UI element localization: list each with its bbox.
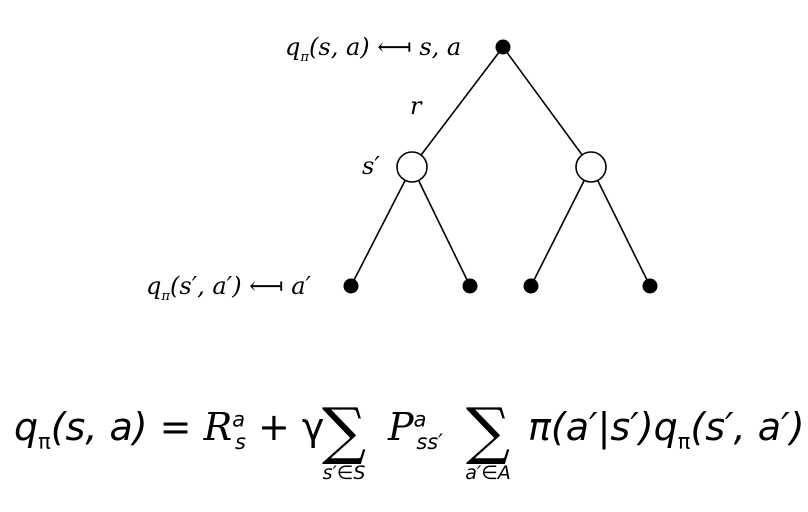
sum1-index: s′∈S xyxy=(322,462,366,484)
edge-left-leaf2 xyxy=(411,166,471,287)
edge-right-leaf4 xyxy=(590,166,651,287)
policy-term: π(a′|s′) xyxy=(528,405,654,449)
edge-root-left xyxy=(411,46,504,168)
action-node-root xyxy=(495,39,511,55)
edge-right-leaf3 xyxy=(530,166,592,287)
edge-root-right xyxy=(502,46,592,168)
leaf-args: (s′, a′) ⟻ a′ xyxy=(170,272,311,300)
action-node-leaf4 xyxy=(642,278,658,294)
rhs-q: q xyxy=(653,405,678,449)
trans-symbol: P xyxy=(388,405,414,449)
root-args: (s, a) ⟻ s, a xyxy=(309,33,462,61)
lhs-args: (s, a) = xyxy=(50,405,204,449)
bellman-equation: qπ(s, a) = Ras + γ xyxy=(14,405,324,454)
tree-edges xyxy=(350,46,651,287)
state-node-right xyxy=(575,151,607,183)
state-label: s′ xyxy=(362,152,380,180)
transition-term: Pass′ xyxy=(388,405,443,454)
sum2-index: a′∈A xyxy=(465,462,511,484)
rhs-pi: π xyxy=(677,429,691,454)
trans-sup: a xyxy=(413,407,427,432)
trans-sub: ss′ xyxy=(416,429,443,454)
leaf-label: qπ(s′, a′) ⟻ a′ xyxy=(146,272,311,304)
root-label: qπ(s, a) ⟻ s, a xyxy=(285,33,461,65)
rhs-args: (s′, a′) xyxy=(690,405,805,449)
sigma-1: ∑ xyxy=(321,394,367,467)
leaf-pi: π xyxy=(161,288,171,304)
reward-sup: a xyxy=(232,407,246,432)
root-pi: π xyxy=(300,49,310,65)
plus-gamma: + γ xyxy=(245,405,325,449)
action-node-leaf3 xyxy=(523,278,539,294)
edge-label-r: r xyxy=(410,92,422,120)
reward-sub: s xyxy=(235,429,246,454)
sum-over-actions: ∑ a′∈A xyxy=(448,394,528,485)
lhs-pi: π xyxy=(38,429,51,454)
lhs-q: q xyxy=(14,405,39,449)
leaf-q: q xyxy=(146,272,162,300)
reward-symbol: R xyxy=(203,405,233,449)
action-node-leaf1 xyxy=(343,278,359,294)
edge-left-leaf1 xyxy=(350,166,413,287)
action-node-leaf2 xyxy=(462,278,478,294)
state-node-left xyxy=(396,151,428,183)
sum-over-states: ∑ s′∈S xyxy=(304,394,384,485)
root-q: q xyxy=(285,33,301,61)
sigma-2: ∑ xyxy=(465,394,511,467)
policy-and-q: π(a′|s′)qπ(s′, a′) xyxy=(528,405,805,454)
